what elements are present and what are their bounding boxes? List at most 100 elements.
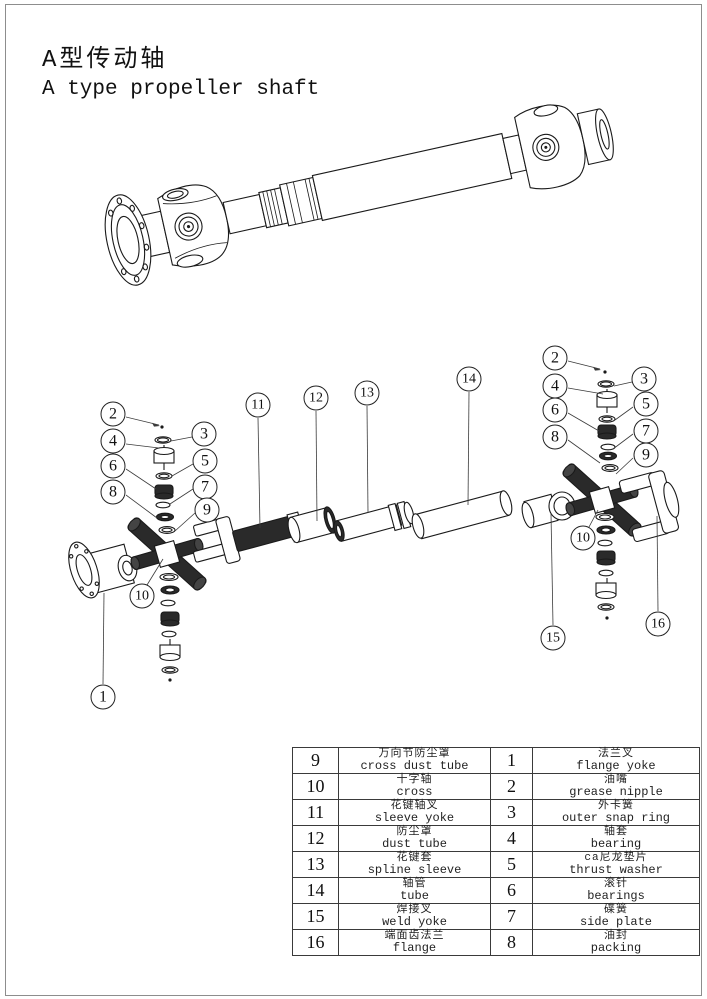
spline-sleeve-part xyxy=(333,500,415,542)
callout-15-23: 15 xyxy=(540,625,566,651)
part-name-cn: 万向节防尘罩 xyxy=(378,748,451,760)
part-name-en: bearing xyxy=(590,837,642,851)
part-number: 11 xyxy=(292,799,339,826)
part-name-cn: 外卡簧 xyxy=(598,800,634,812)
part-number: 6 xyxy=(490,877,533,904)
part-number: 7 xyxy=(490,903,533,930)
part-number: 4 xyxy=(490,825,533,852)
page-title-en: A type propeller shaft xyxy=(42,78,320,101)
callout-16-24: 16 xyxy=(645,611,671,637)
dust-tube-part xyxy=(287,506,337,544)
right-lower-stack xyxy=(595,512,617,620)
callout-13-12: 13 xyxy=(354,380,380,406)
part-number: 16 xyxy=(292,929,339,956)
part-number: 5 xyxy=(490,851,533,878)
part-number: 1 xyxy=(490,747,533,774)
part-name-cn: ca尼龙垫片 xyxy=(584,852,648,864)
part-name-cn: 轴管 xyxy=(402,878,427,890)
part-name-en: thrust washer xyxy=(569,863,663,877)
callout-12-11: 12 xyxy=(303,385,329,411)
part-name-en: cross dust tube xyxy=(360,759,469,773)
right-upper-stack xyxy=(596,370,619,472)
part-number: 3 xyxy=(490,799,533,826)
part-name-en: tube xyxy=(400,889,429,903)
part-name-en: flange xyxy=(392,941,437,955)
callout-11-10: 11 xyxy=(245,392,271,418)
callout-9-7: 9 xyxy=(194,497,220,523)
left-upper-stack xyxy=(153,425,176,534)
callout-10-8: 10 xyxy=(129,583,155,609)
part-number: 12 xyxy=(292,825,339,852)
part-number: 8 xyxy=(490,929,533,956)
callout-5-17: 5 xyxy=(633,391,659,417)
callout-1-9: 1 xyxy=(90,684,116,710)
part-name-en: dust tube xyxy=(382,837,447,851)
part-name-cn: 端面齿法兰 xyxy=(384,930,445,942)
end-flange-yoke-part xyxy=(618,470,680,543)
callout-10-22: 10 xyxy=(570,525,596,551)
title-block: A型传动轴 A type propeller shaft xyxy=(42,46,319,104)
part-name-cn: 油封 xyxy=(604,930,628,942)
callout-2-0: 2 xyxy=(100,401,126,427)
callout-9-21: 9 xyxy=(633,442,659,468)
part-number: 15 xyxy=(292,903,339,930)
page-title-cn: A型传动轴 xyxy=(42,47,168,74)
callout-3-15: 3 xyxy=(631,366,657,392)
callout-2-14: 2 xyxy=(542,345,568,371)
callout-14-13: 14 xyxy=(456,366,482,392)
part-name-en: sleeve yoke xyxy=(374,811,455,825)
callout-7-5: 7 xyxy=(192,474,218,500)
part-name-cn: 十字轴 xyxy=(396,774,433,786)
part-name-en: side plate xyxy=(579,915,652,929)
leader-lines xyxy=(102,360,659,685)
left-lower-stack xyxy=(159,572,181,682)
tube-part xyxy=(411,490,513,540)
part-number: 13 xyxy=(292,851,339,878)
assembled-shaft-drawing xyxy=(104,104,614,286)
exploded-view xyxy=(68,360,680,685)
sheet-border xyxy=(5,4,702,996)
callout-6-4: 6 xyxy=(100,453,126,479)
part-name-cn: 滚针 xyxy=(604,878,628,890)
part-name-cn: 法兰叉 xyxy=(598,748,634,760)
part-name-cn: 花键轴叉 xyxy=(390,800,439,812)
callout-8-6: 8 xyxy=(100,479,126,505)
part-name-cn: 油嘴 xyxy=(604,774,628,786)
callout-4-2: 4 xyxy=(100,428,126,454)
part-name-en: bearings xyxy=(587,889,645,903)
flange-yoke-part xyxy=(68,541,138,599)
part-number: 9 xyxy=(292,747,339,774)
part-name-cn: 轴套 xyxy=(604,826,628,838)
part-name-en: spline sleeve xyxy=(367,863,462,877)
callout-4-16: 4 xyxy=(542,373,568,399)
part-name-cn: 碟簧 xyxy=(604,904,628,916)
callout-7-19: 7 xyxy=(633,418,659,444)
cross-left-part xyxy=(127,517,207,591)
part-number: 14 xyxy=(292,877,339,904)
part-name-cn: 花键套 xyxy=(396,852,433,864)
